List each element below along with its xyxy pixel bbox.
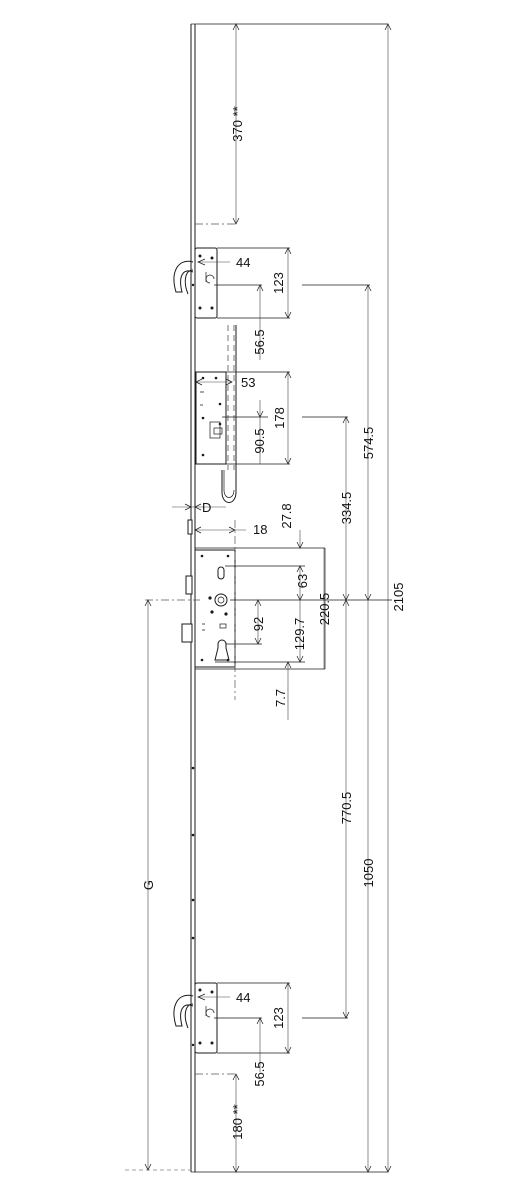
label-hook-lower-width: 44 xyxy=(236,990,250,1005)
label-main-case-top: 27.8 xyxy=(279,503,294,528)
label-backset: D xyxy=(202,500,211,515)
label-faceplate-offset: 18 xyxy=(253,522,267,537)
label-main-lower: 129.7 xyxy=(292,618,307,651)
label-hook-upper-offset: 56.5 xyxy=(252,329,267,354)
label-hook-lower-offset: 56.5 xyxy=(252,1061,267,1086)
label-top-lock-width: 53 xyxy=(241,375,255,390)
dimension-labels: 370 ** 2105 44 123 56.5 574.5 53 178 90.… xyxy=(141,106,406,1139)
label-main-pz: 92 xyxy=(251,617,266,631)
label-top-lock-offset: 90.5 xyxy=(252,428,267,453)
label-hook-upper-to-center: 574.5 xyxy=(361,427,376,460)
label-top-lock-to-center: 334.5 xyxy=(339,492,354,525)
lock-case-upper xyxy=(195,371,227,465)
main-lock-case xyxy=(181,549,236,668)
label-hook-upper-height: 123 xyxy=(271,272,286,294)
label-hook-upper-width: 44 xyxy=(236,255,250,270)
connecting-rod xyxy=(221,325,237,503)
faceplate xyxy=(125,23,388,1173)
label-main-case-height: 220.5 xyxy=(317,593,332,626)
label-handle-height: G xyxy=(141,880,156,890)
label-hook-lower-height: 123 xyxy=(271,1007,286,1029)
upper-rod xyxy=(227,325,235,470)
hook-lock-upper xyxy=(173,247,218,319)
hook-lock-lower xyxy=(173,982,218,1054)
dimension-lines xyxy=(144,23,392,1173)
label-lower-hook-to-center: 770.5 xyxy=(339,792,354,825)
label-main-follower: 63 xyxy=(295,574,310,588)
label-top-lock-height: 178 xyxy=(272,407,287,429)
label-total-length: 2105 xyxy=(391,583,406,612)
label-top-gap: 370 ** xyxy=(230,106,245,141)
label-center-to-bottom: 1050 xyxy=(361,859,376,888)
label-main-bottom-gap: 7.7 xyxy=(273,689,288,707)
label-bottom-gap: 180 ** xyxy=(230,1104,245,1139)
